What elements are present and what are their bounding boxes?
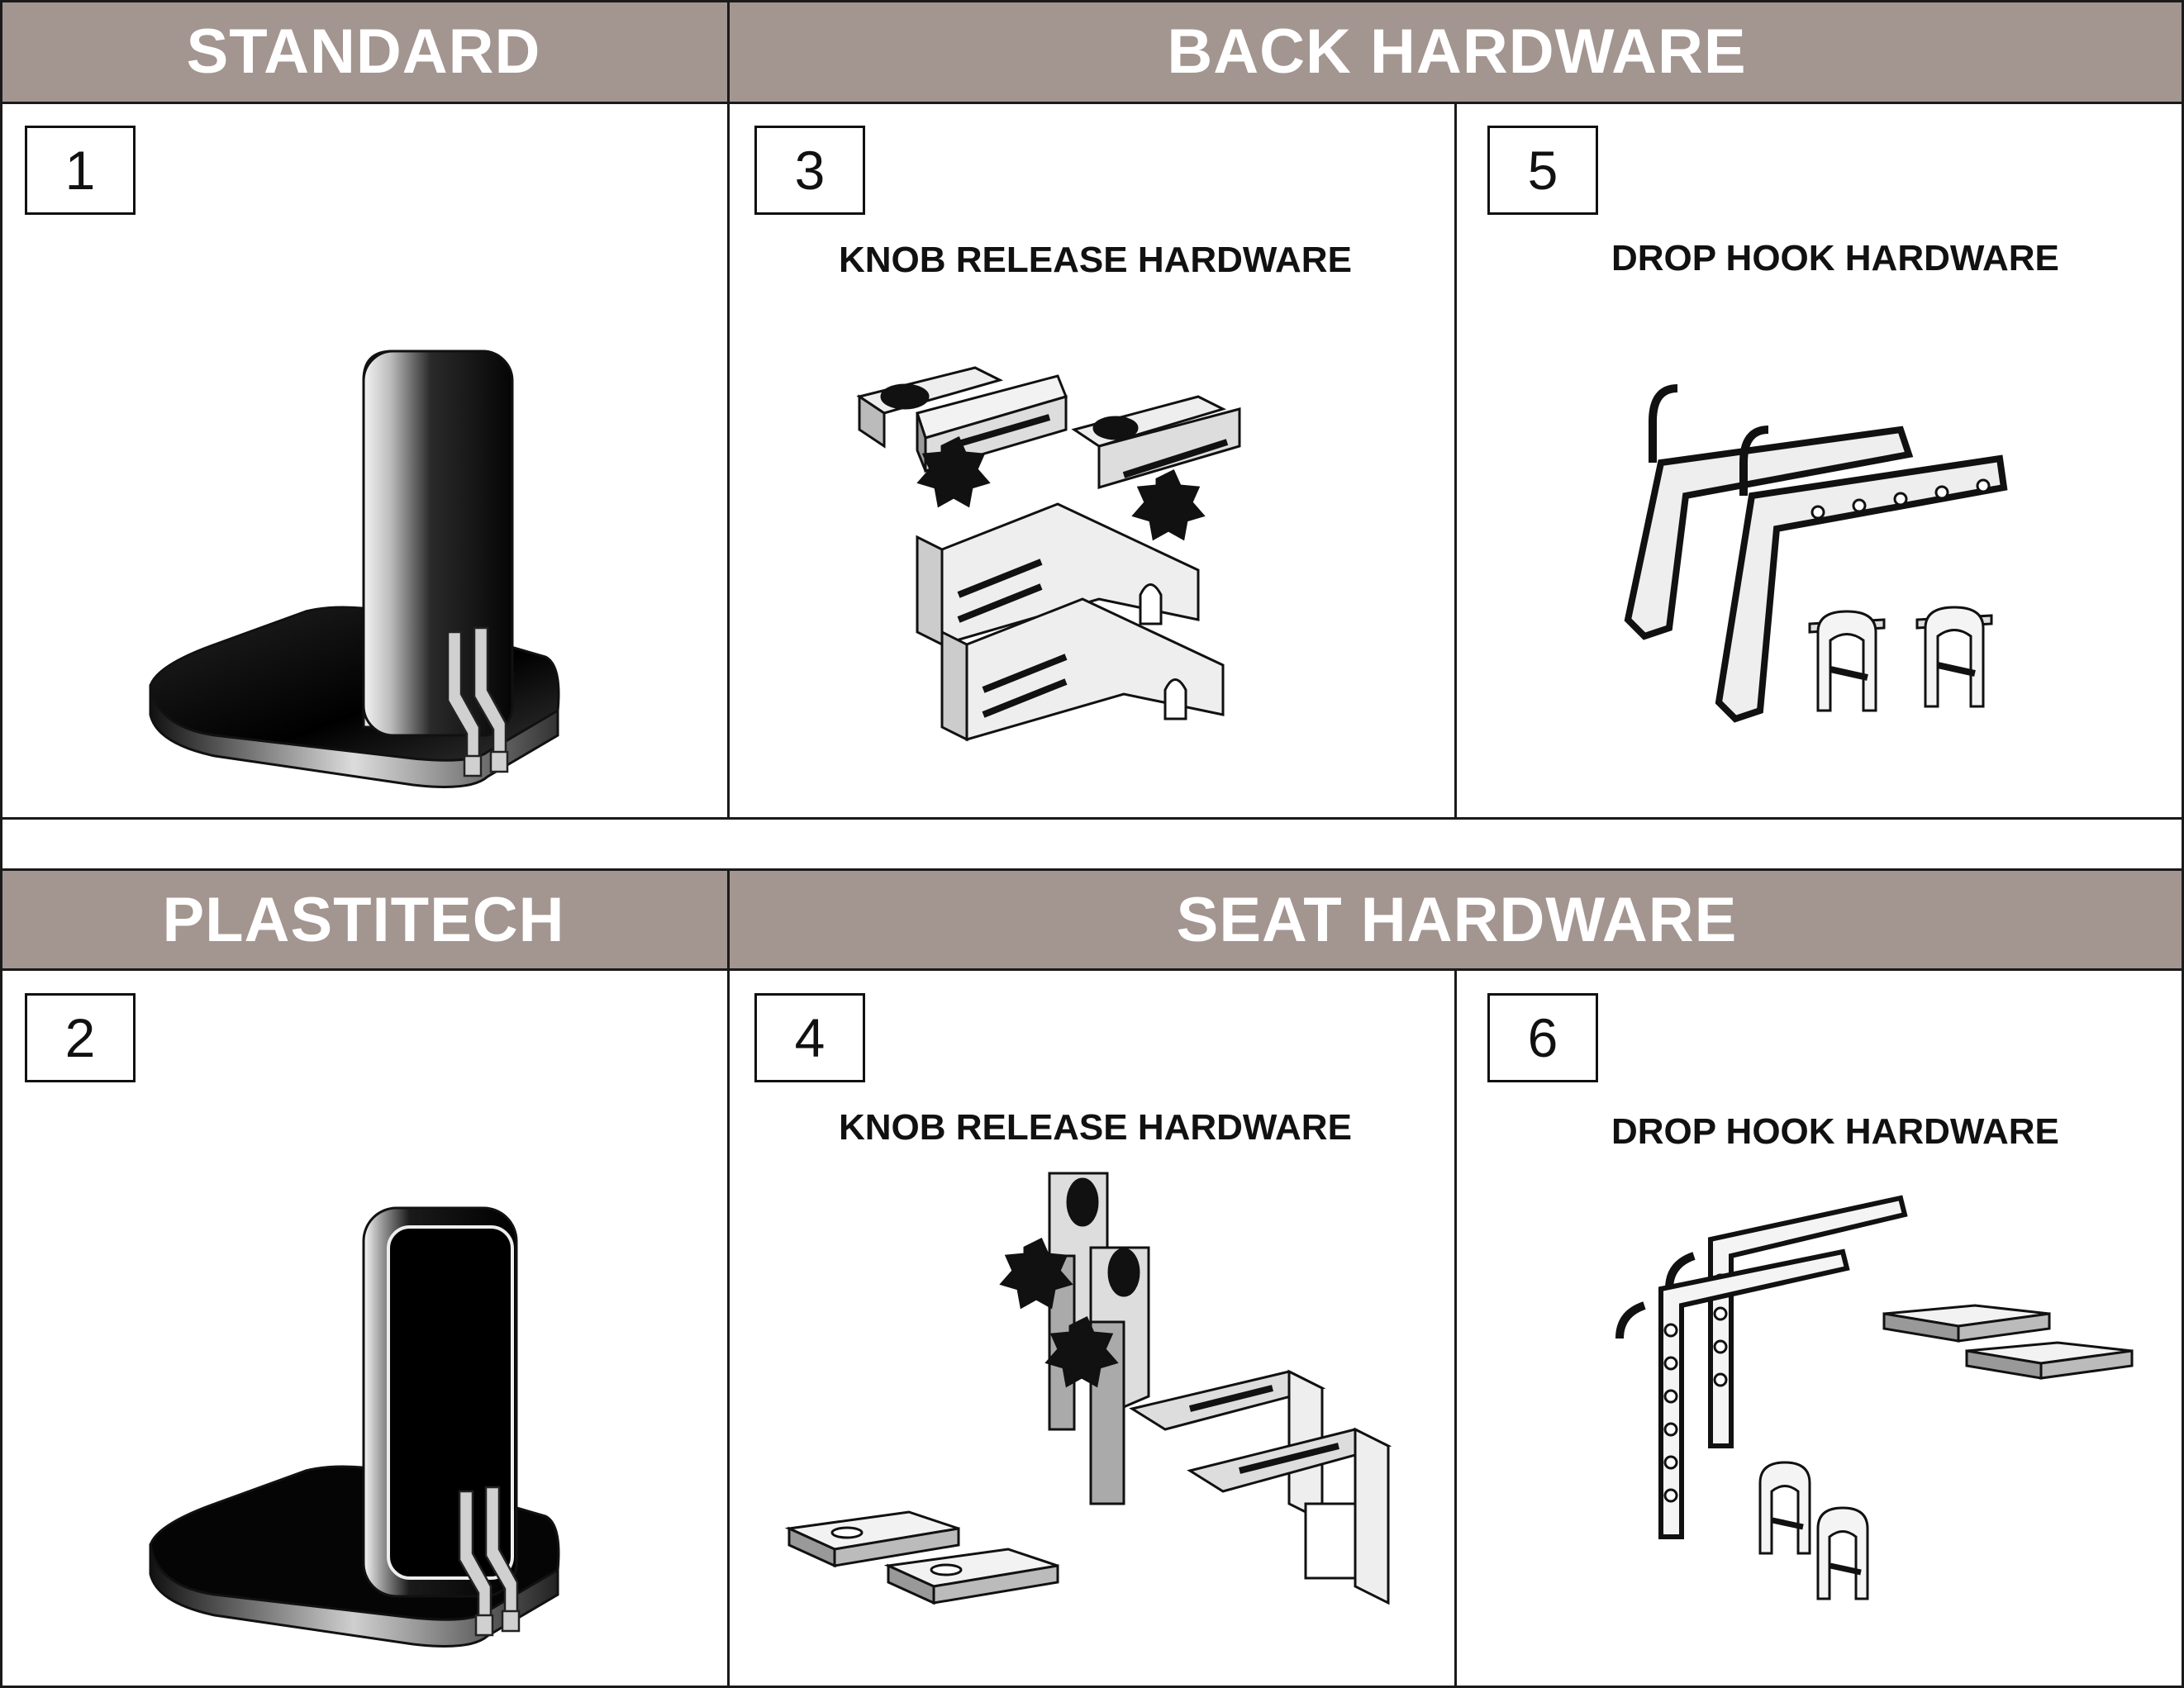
hinge-brackets	[446, 626, 509, 777]
panel-caption: DROP HOOK HARDWARE	[1611, 238, 2059, 278]
plastitech-cushion-illustration	[149, 1206, 560, 1648]
seat-knob-release-hardware-illustration	[784, 1172, 1392, 1605]
back-knob-release-hardware-illustration	[856, 366, 1241, 742]
seat-drop-hook-bracket-rear	[1665, 1195, 1908, 1448]
drop-hook-bracket-front	[1715, 426, 2008, 723]
grid-line-outer-top	[0, 0, 2184, 2]
grid-line-col-1-top	[727, 0, 730, 820]
hinge-brackets	[458, 1486, 521, 1637]
grid-line-col-2-top	[1454, 102, 1457, 820]
back-drop-hook-hardware-illustration	[1624, 384, 2008, 723]
header-back-hardware: BACK HARDWARE	[730, 0, 2184, 102]
seat-spacer-plate-right	[883, 1548, 1059, 1605]
header-back-hardware-label: BACK HARDWARE	[1167, 16, 1747, 87]
grid-line-outer-right	[2182, 0, 2184, 1688]
hook-clip-right	[1816, 1506, 1869, 1600]
grid-line-col-2-bottom	[1454, 968, 1457, 1688]
seat-spacer-plate-lower	[1965, 1341, 2134, 1380]
l-bracket-lower	[940, 597, 1225, 742]
header-seat-hardware-label: SEAT HARDWARE	[1176, 884, 1738, 955]
hook-clip-left	[1808, 610, 1886, 712]
grid-line-header-2-bottom	[0, 968, 2184, 971]
seat-drop-hook-bracket-front	[1615, 1248, 1850, 1539]
panel-number-box: 5	[1487, 126, 1598, 215]
grid-line-row-1-bottom	[0, 817, 2184, 820]
star-knob-icon	[999, 1237, 1073, 1310]
panel-number-box: 2	[25, 993, 136, 1082]
hook-clip-right	[1915, 606, 1993, 708]
panel-caption: KNOB RELEASE HARDWARE	[839, 240, 1352, 280]
back-cushion-pad	[387, 1225, 514, 1580]
grid-line-header-2-top	[0, 868, 2184, 871]
standard-cushion-illustration	[149, 349, 560, 788]
panel-caption: KNOB RELEASE HARDWARE	[839, 1107, 1352, 1148]
clamp-with-slide-right	[1071, 395, 1241, 490]
panel-number-box: 6	[1487, 993, 1598, 1082]
panel-number-box: 4	[754, 993, 865, 1082]
header-plastitech: PLASTITECH	[0, 869, 727, 970]
l-bracket-upper	[916, 502, 1200, 647]
seat-drop-hook-hardware-illustration	[1615, 1195, 2134, 1600]
grid-line-outer-left	[0, 0, 2, 1688]
header-seat-hardware: SEAT HARDWARE	[730, 869, 2184, 970]
header-plastitech-label: PLASTITECH	[162, 884, 565, 955]
star-knob-icon	[1131, 468, 1206, 541]
grid-line-header-1-bottom	[0, 102, 2184, 104]
back-cushion-front	[362, 349, 514, 737]
drop-hook-bracket-rear	[1624, 384, 1914, 640]
panel-caption: DROP HOOK HARDWARE	[1611, 1111, 2059, 1152]
star-knob-icon	[1044, 1315, 1119, 1388]
star-knob-icon	[916, 435, 991, 508]
grid-line-outer-bottom	[0, 1686, 2184, 1688]
seat-l-bracket-upper	[1129, 1369, 1326, 1523]
panel-number-box: 3	[754, 126, 865, 215]
seat-l-bracket-lower	[1187, 1427, 1392, 1605]
seat-spacer-plate-upper	[1882, 1304, 2051, 1343]
header-standard-label: STANDARD	[186, 16, 541, 87]
panel-number-box: 1	[25, 126, 136, 215]
seat-spacer-plate-left	[784, 1510, 960, 1568]
hook-clip-left	[1758, 1461, 1811, 1555]
grid-line-col-1-bottom	[727, 868, 730, 1688]
header-standard: STANDARD	[0, 0, 727, 102]
